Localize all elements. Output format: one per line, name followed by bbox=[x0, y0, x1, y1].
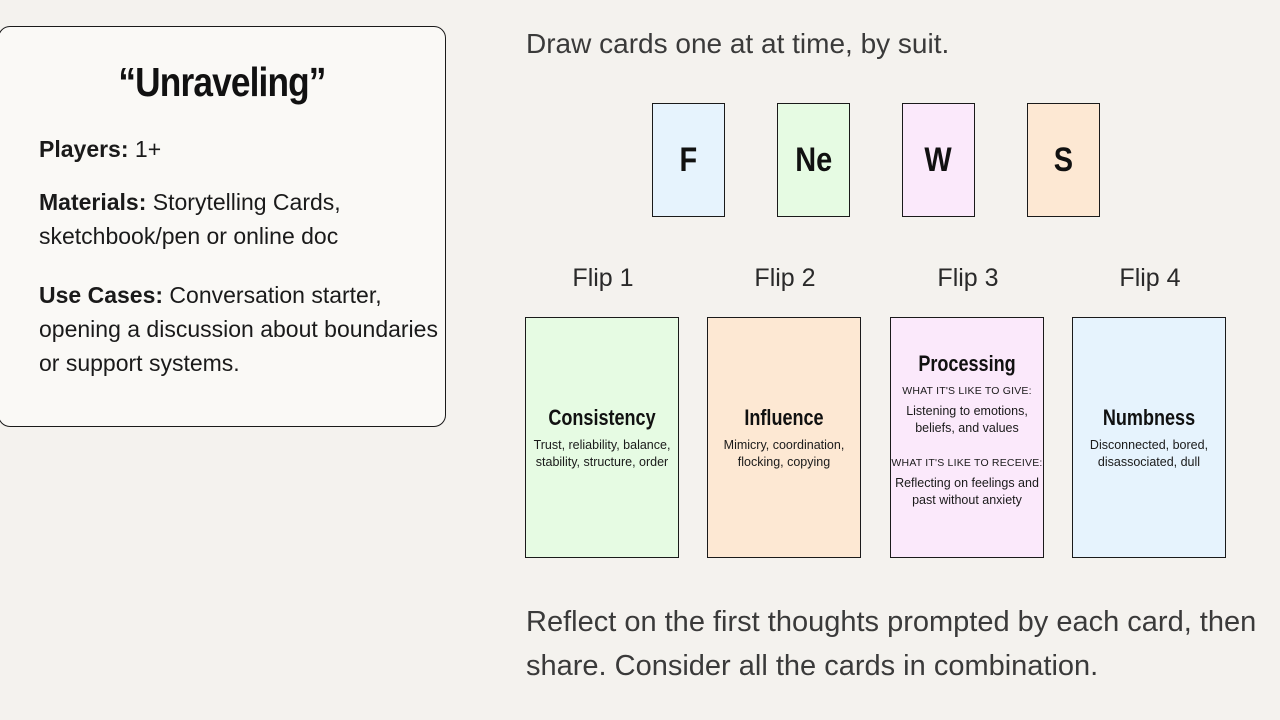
suit-card-w: W bbox=[902, 103, 975, 217]
suit-card-s: S bbox=[1027, 103, 1100, 217]
suit-letter: Ne bbox=[795, 140, 832, 179]
flip-3-card: Processing WHAT IT'S LIKE TO GIVE: Liste… bbox=[890, 317, 1044, 558]
flip-2-card: Influence Mimicry, coordination, flockin… bbox=[707, 317, 861, 558]
use-cases-label: Use Cases: bbox=[39, 282, 164, 308]
flip-2-label: Flip 2 bbox=[754, 264, 816, 292]
game-info-card: “Unraveling” Players: 1+ Materials: Stor… bbox=[0, 26, 446, 427]
suit-letter: S bbox=[1053, 140, 1074, 179]
instruction-top: Draw cards one at at time, by suit. bbox=[526, 28, 950, 59]
give-description: Listening to emotions, beliefs, and valu… bbox=[906, 404, 1028, 435]
materials-label: Materials: bbox=[39, 189, 147, 215]
card-description: Disconnected, bored, disassociated, dull bbox=[1089, 437, 1209, 469]
players-value: 1+ bbox=[134, 136, 162, 162]
card-description: Mimicry, coordination, flocking, copying bbox=[723, 437, 845, 469]
card-title: Consistency bbox=[548, 404, 656, 430]
suit-card-f: F bbox=[652, 103, 725, 217]
flip-1-label: Flip 1 bbox=[572, 264, 634, 292]
card-title: Processing bbox=[918, 351, 1016, 376]
suit-letter: W bbox=[924, 140, 953, 179]
instruction-bottom: Reflect on the first thoughts prompted b… bbox=[526, 606, 1257, 682]
receive-description: Reflecting on feelings and past without … bbox=[895, 476, 1039, 507]
flip-4-label: Flip 4 bbox=[1119, 264, 1181, 292]
materials-value: Storytelling Cards, sketchbook/pen or on… bbox=[39, 189, 341, 249]
flip-1-card: Consistency Trust, reliability, balance,… bbox=[525, 317, 679, 558]
card-title: Numbness bbox=[1102, 404, 1196, 430]
card-description: Trust, reliability, balance, stability, … bbox=[533, 437, 671, 469]
card-title: Influence bbox=[744, 404, 824, 430]
give-label: WHAT IT'S LIKE TO GIVE: bbox=[902, 385, 1032, 397]
flip-3-label: Flip 3 bbox=[937, 264, 999, 292]
use-cases-row: Use Cases: Conversation starter, opening… bbox=[39, 278, 439, 380]
use-cases-value: Conversation starter, opening a discussi… bbox=[39, 282, 438, 376]
game-title: “Unraveling” bbox=[118, 59, 326, 105]
suit-card-ne: Ne bbox=[777, 103, 850, 217]
players-row: Players: 1+ bbox=[39, 132, 439, 166]
materials-row: Materials: Storytelling Cards, sketchboo… bbox=[39, 185, 439, 253]
flip-4-card: Numbness Disconnected, bored, disassocia… bbox=[1072, 317, 1226, 558]
suit-letter: F bbox=[679, 140, 698, 179]
receive-label: WHAT IT'S LIKE TO RECEIVE: bbox=[891, 457, 1043, 469]
players-label: Players: bbox=[39, 136, 129, 162]
